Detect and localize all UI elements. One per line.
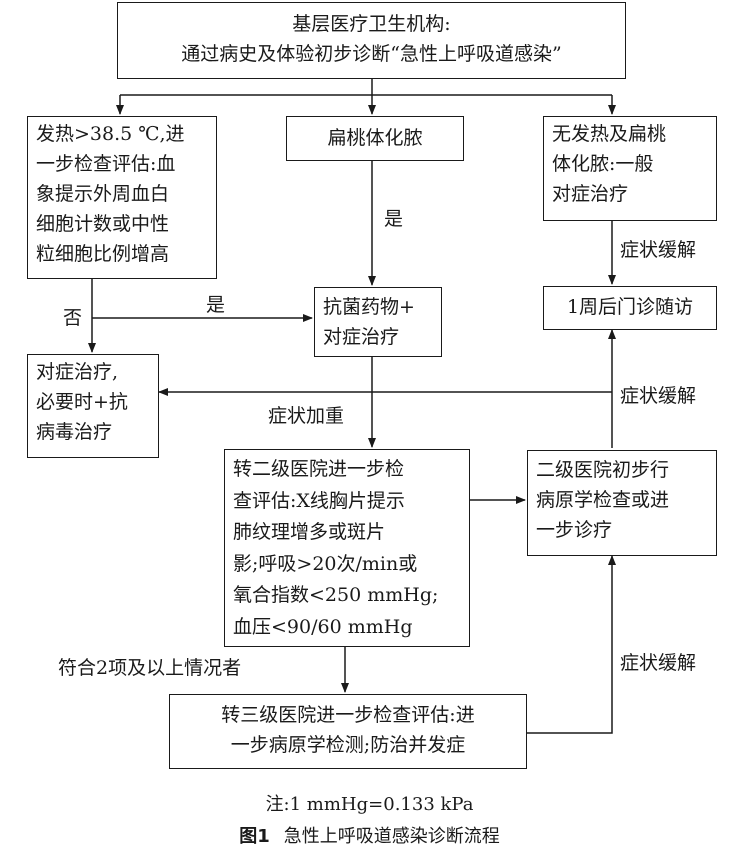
node-antibiotic-therapy: 抗菌药物+ 对症治疗 (314, 287, 442, 357)
node-symptomatic-treatment: 对症治疗, 必要时+抗 病毒治疗 (27, 354, 159, 458)
node-tertiary-hospital-eval: 转三级医院进一步检查评估:进 一步病原学检测;防治并发症 (169, 694, 527, 769)
node-secondary-hospital-eval-line-4: 影;呼吸>20次/min或 (233, 552, 418, 575)
figure-caption: 图1 急性上呼吸道感染诊断流程 (0, 822, 739, 848)
node-secondary-hospital-diagnosis-line-1: 二级医院初步行 (536, 459, 670, 481)
node-tertiary-hospital-eval-line-2: 一步病原学检测;防治并发症 (230, 734, 466, 756)
node-fever-check-line-2: 一步检查评估:血 (36, 153, 176, 175)
edge-label-yes-fever: 是 (206, 294, 226, 316)
edge-label-relief-3: 症状缓解 (620, 652, 697, 674)
node-no-fever-line-1: 无发热及扁桃 (552, 123, 667, 145)
node-no-fever: 无发热及扁桃 体化脓:一般 对症治疗 (543, 116, 717, 221)
node-symptomatic-treatment-line-1: 对症治疗, (36, 361, 119, 383)
node-primary-care-line-2: 通过病史及体验初步诊断“急性上呼吸道感染” (181, 43, 562, 65)
edge-label-yes-tonsil: 是 (384, 208, 404, 230)
node-symptomatic-treatment-line-3: 病毒治疗 (36, 421, 113, 443)
node-no-fever-line-2: 体化脓:一般 (552, 153, 654, 175)
node-antibiotic-therapy-line-2: 对症治疗 (323, 326, 400, 348)
node-symptomatic-treatment-line-2: 必要时+抗 (36, 391, 128, 413)
node-no-fever-line-3: 对症治疗 (552, 183, 629, 205)
edge-level3-to-level2diag (527, 555, 616, 734)
node-tonsil-suppuration: 扁桃体化脓 (286, 116, 464, 161)
node-secondary-hospital-eval-line-2: 查评估:X线胸片提示 (233, 489, 405, 512)
node-fever-check-line-4: 细胞计数或中性 (36, 213, 170, 235)
node-secondary-hospital-eval-line-3: 肺纹理增多或斑片 (233, 521, 386, 543)
node-secondary-hospital-diagnosis: 二级医院初步行 病原学检查或进 一步诊疗 (527, 450, 717, 556)
node-secondary-hospital-eval-line-1: 转二级医院进一步检 (233, 458, 405, 480)
edge-label-worsen: 症状加重 (268, 405, 345, 427)
node-followup: 1周后门诊随访 (543, 286, 717, 330)
node-fever-check-line-3: 象提示外周血白 (36, 183, 170, 205)
node-secondary-hospital-eval: 转二级医院进一步检 查评估:X线胸片提示 肺纹理增多或斑片 影;呼吸>20次/m… (224, 449, 470, 647)
unit-note: 注:1 mmHg=0.133 kPa (265, 794, 474, 815)
node-tonsil-suppuration-line-1: 扁桃体化脓 (327, 127, 423, 149)
edge-label-relief-1: 症状缓解 (620, 239, 697, 261)
node-primary-care: 基层医疗卫生机构: 通过病史及体验初步诊断“急性上呼吸道感染” (117, 2, 626, 79)
edge-label-no-fever: 否 (63, 307, 83, 329)
node-secondary-hospital-diagnosis-line-3: 一步诊疗 (536, 519, 613, 541)
figure-title: 急性上呼吸道感染诊断流程 (283, 826, 500, 847)
node-fever-check-line-5: 粒细胞比例增高 (36, 243, 170, 265)
node-primary-care-line-1: 基层医疗卫生机构: (292, 13, 451, 35)
node-followup-line-1: 1周后门诊随访 (566, 296, 694, 318)
node-secondary-hospital-diagnosis-line-2: 病原学检查或进 (536, 489, 670, 511)
node-secondary-hospital-eval-line-6: 血压<90/60 mmHg (233, 615, 413, 638)
node-antibiotic-therapy-line-1: 抗菌药物+ (323, 296, 415, 318)
node-fever-check: 发热>38.5 ℃,进 一步检查评估:血 象提示外周血白 细胞计数或中性 粒细胞… (27, 116, 217, 279)
edge-label-two-or-more: 符合2项及以上情况者 (58, 657, 242, 679)
edge-label-relief-2: 症状缓解 (620, 385, 697, 407)
node-secondary-hospital-eval-line-5: 氧合指数<250 mmHg; (233, 584, 439, 606)
figure-number: 图1 (239, 826, 270, 847)
node-fever-check-line-1: 发热>38.5 ℃,进 (36, 123, 185, 145)
node-tertiary-hospital-eval-line-1: 转三级医院进一步检查评估:进 (221, 704, 475, 726)
